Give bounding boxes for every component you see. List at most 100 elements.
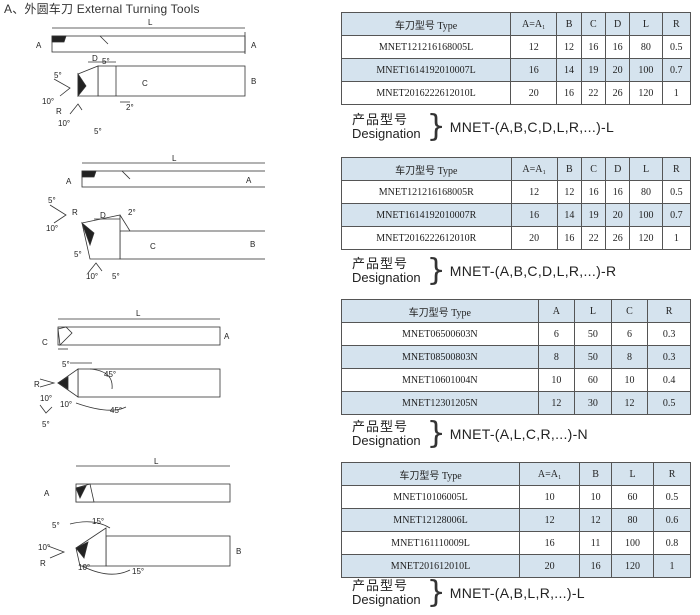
table-cell: 12 [537, 391, 576, 415]
header-cell: C [580, 12, 606, 36]
header-cell: L [610, 462, 655, 486]
header-cell: L [574, 299, 612, 323]
header-cell: R [661, 12, 692, 36]
designation-zh: 产品型号 [352, 112, 409, 127]
table-cell: MNET2016222612010R [341, 226, 512, 250]
designation-1: 产品型号 Designation } MNET-(A,B,C,D,L,R,...… [352, 112, 614, 142]
table-row: MNET121216168005R 12 12 16 16 80 0.5 [341, 180, 692, 204]
table-cell: 30 [574, 391, 612, 415]
table-cell: 12 [556, 180, 582, 204]
header-cell: B [579, 462, 612, 486]
dim-r-label: R [34, 380, 40, 389]
dim-l-label: L [172, 155, 177, 163]
angle-label-3: 5° [94, 127, 102, 136]
table-cell: MNET08500803N [341, 345, 539, 369]
table-cell: 0.5 [661, 180, 692, 204]
tool-drawing-2: L A A D C B R 5° 5° 5° 2° 10° 10° [46, 155, 265, 281]
table-cell: 20 [510, 226, 558, 250]
table-row: MNET06500603N 6 50 6 0.3 [341, 322, 691, 346]
header-cell: C [610, 299, 649, 323]
table-cell: MNET10106005L [340, 485, 521, 509]
dim-c-label: C [150, 242, 156, 251]
table-cell: MNET12301205N [341, 391, 539, 415]
table-cell: 16 [510, 203, 558, 227]
dim-a1-label: A [246, 176, 252, 185]
table-cell: 16 [604, 35, 631, 59]
table-cell: 20 [605, 203, 631, 227]
table-cell: 60 [574, 368, 612, 392]
angle-label-3: 10° [78, 563, 90, 572]
header-cell: 车刀型号 Type [340, 462, 521, 486]
table-cell: 12 [610, 391, 649, 415]
dim-b-label: B [236, 547, 241, 556]
table-row: MNET1614192010007L 16 14 19 20 100 0.7 [340, 58, 692, 82]
table-cell: 6 [537, 322, 576, 346]
designation-code: MNET-(A,B,C,D,L,R,...)-L [449, 119, 615, 135]
table-cell: 19 [580, 58, 606, 82]
table-row: MNET1614192010007R 16 14 19 20 100 0.7 [341, 203, 692, 227]
designation-code: MNET-(A,B,L,R,...)-L [449, 585, 585, 601]
dim-r-label: R [56, 107, 62, 116]
table-cell: MNET201612010L [340, 554, 521, 578]
tool-drawing-4: L A B R 5° 10° 10° 15° 15° [38, 458, 241, 576]
dim-r-label: R [72, 208, 78, 217]
angle-label-4: 10° [60, 400, 72, 409]
dim-b-label: B [251, 77, 256, 86]
angle-label-6: 45° [110, 406, 122, 415]
table-cell: 120 [610, 554, 655, 578]
designation-4: 产品型号 Designation } MNET-(A,B,L,R,...)-L [352, 578, 585, 608]
header-cell: R [661, 157, 692, 181]
header-cell: 车刀型号 Type [341, 157, 512, 181]
dim-c-label: C [142, 79, 148, 88]
header-cell: A=A₁ [510, 12, 558, 36]
brace-icon: } [426, 575, 446, 610]
angle-label-6: 10° [58, 119, 70, 128]
header-cell: L [629, 12, 663, 36]
table-cell: 80 [629, 35, 663, 59]
angle-label-4: 2° [126, 103, 134, 112]
dim-a-label: A [36, 41, 42, 50]
table-cell: 10 [537, 368, 576, 392]
table-cell: MNET12128006L [340, 508, 521, 532]
dim-d-label: D [92, 54, 98, 63]
table-cell: 1 [653, 554, 691, 578]
table-cell: 12 [579, 508, 612, 532]
angle-label-2: 10° [38, 543, 50, 552]
angle-label-1: 5° [54, 71, 62, 80]
dim-r-label: R [40, 559, 46, 568]
table-cell: 10 [610, 368, 649, 392]
table-cell: 14 [556, 203, 582, 227]
dim-d-label: D [100, 211, 106, 220]
table-cell: MNET1614192010007L [340, 58, 512, 82]
spec-table-2: 车刀型号 Type A=A₁ B C D L R MNET12121616800… [341, 157, 692, 250]
designation-en: Designation [352, 433, 421, 448]
table-cell: MNET161110009L [340, 531, 521, 555]
table-cell: 12 [510, 180, 558, 204]
table-cell: 60 [610, 485, 655, 509]
designation-en: Designation [352, 126, 421, 141]
dim-l-label: L [148, 18, 153, 27]
designation-zh: 产品型号 [352, 578, 409, 593]
table-cell: MNET06500603N [341, 322, 539, 346]
table-cell: 14 [556, 58, 582, 82]
table-cell: 80 [629, 180, 663, 204]
table-row: MNET10106005L 10 10 60 0.5 [340, 485, 691, 509]
spec-table-4: 车刀型号 Type A=A₁ B L R MNET10106005L 10 10… [340, 462, 691, 578]
table-cell: 20 [604, 58, 631, 82]
angle-label-1: 5° [48, 196, 56, 205]
table-cell: 120 [629, 81, 663, 105]
dim-a-label: A [224, 332, 230, 341]
header-cell: A=A₁ [519, 462, 581, 486]
designation-3: 产品型号 Designation } MNET-(A,L,C,R,...)-N [352, 419, 588, 449]
table-cell: 16 [579, 554, 612, 578]
table-cell: MNET10601004N [341, 368, 539, 392]
angle-label-5: 15° [132, 567, 144, 576]
table-row: MNET2016222612010L 20 16 22 26 120 1 [340, 81, 692, 105]
table-cell: 1 [661, 226, 692, 250]
header-cell: L [629, 157, 663, 181]
table-row: MNET12301205N 12 30 12 0.5 [341, 391, 691, 415]
dim-a1-label: A [251, 41, 257, 50]
designation-zh: 产品型号 [352, 419, 409, 434]
table-row: MNET12128006L 12 12 80 0.6 [340, 508, 691, 532]
angle-label-4: 2° [128, 208, 136, 217]
